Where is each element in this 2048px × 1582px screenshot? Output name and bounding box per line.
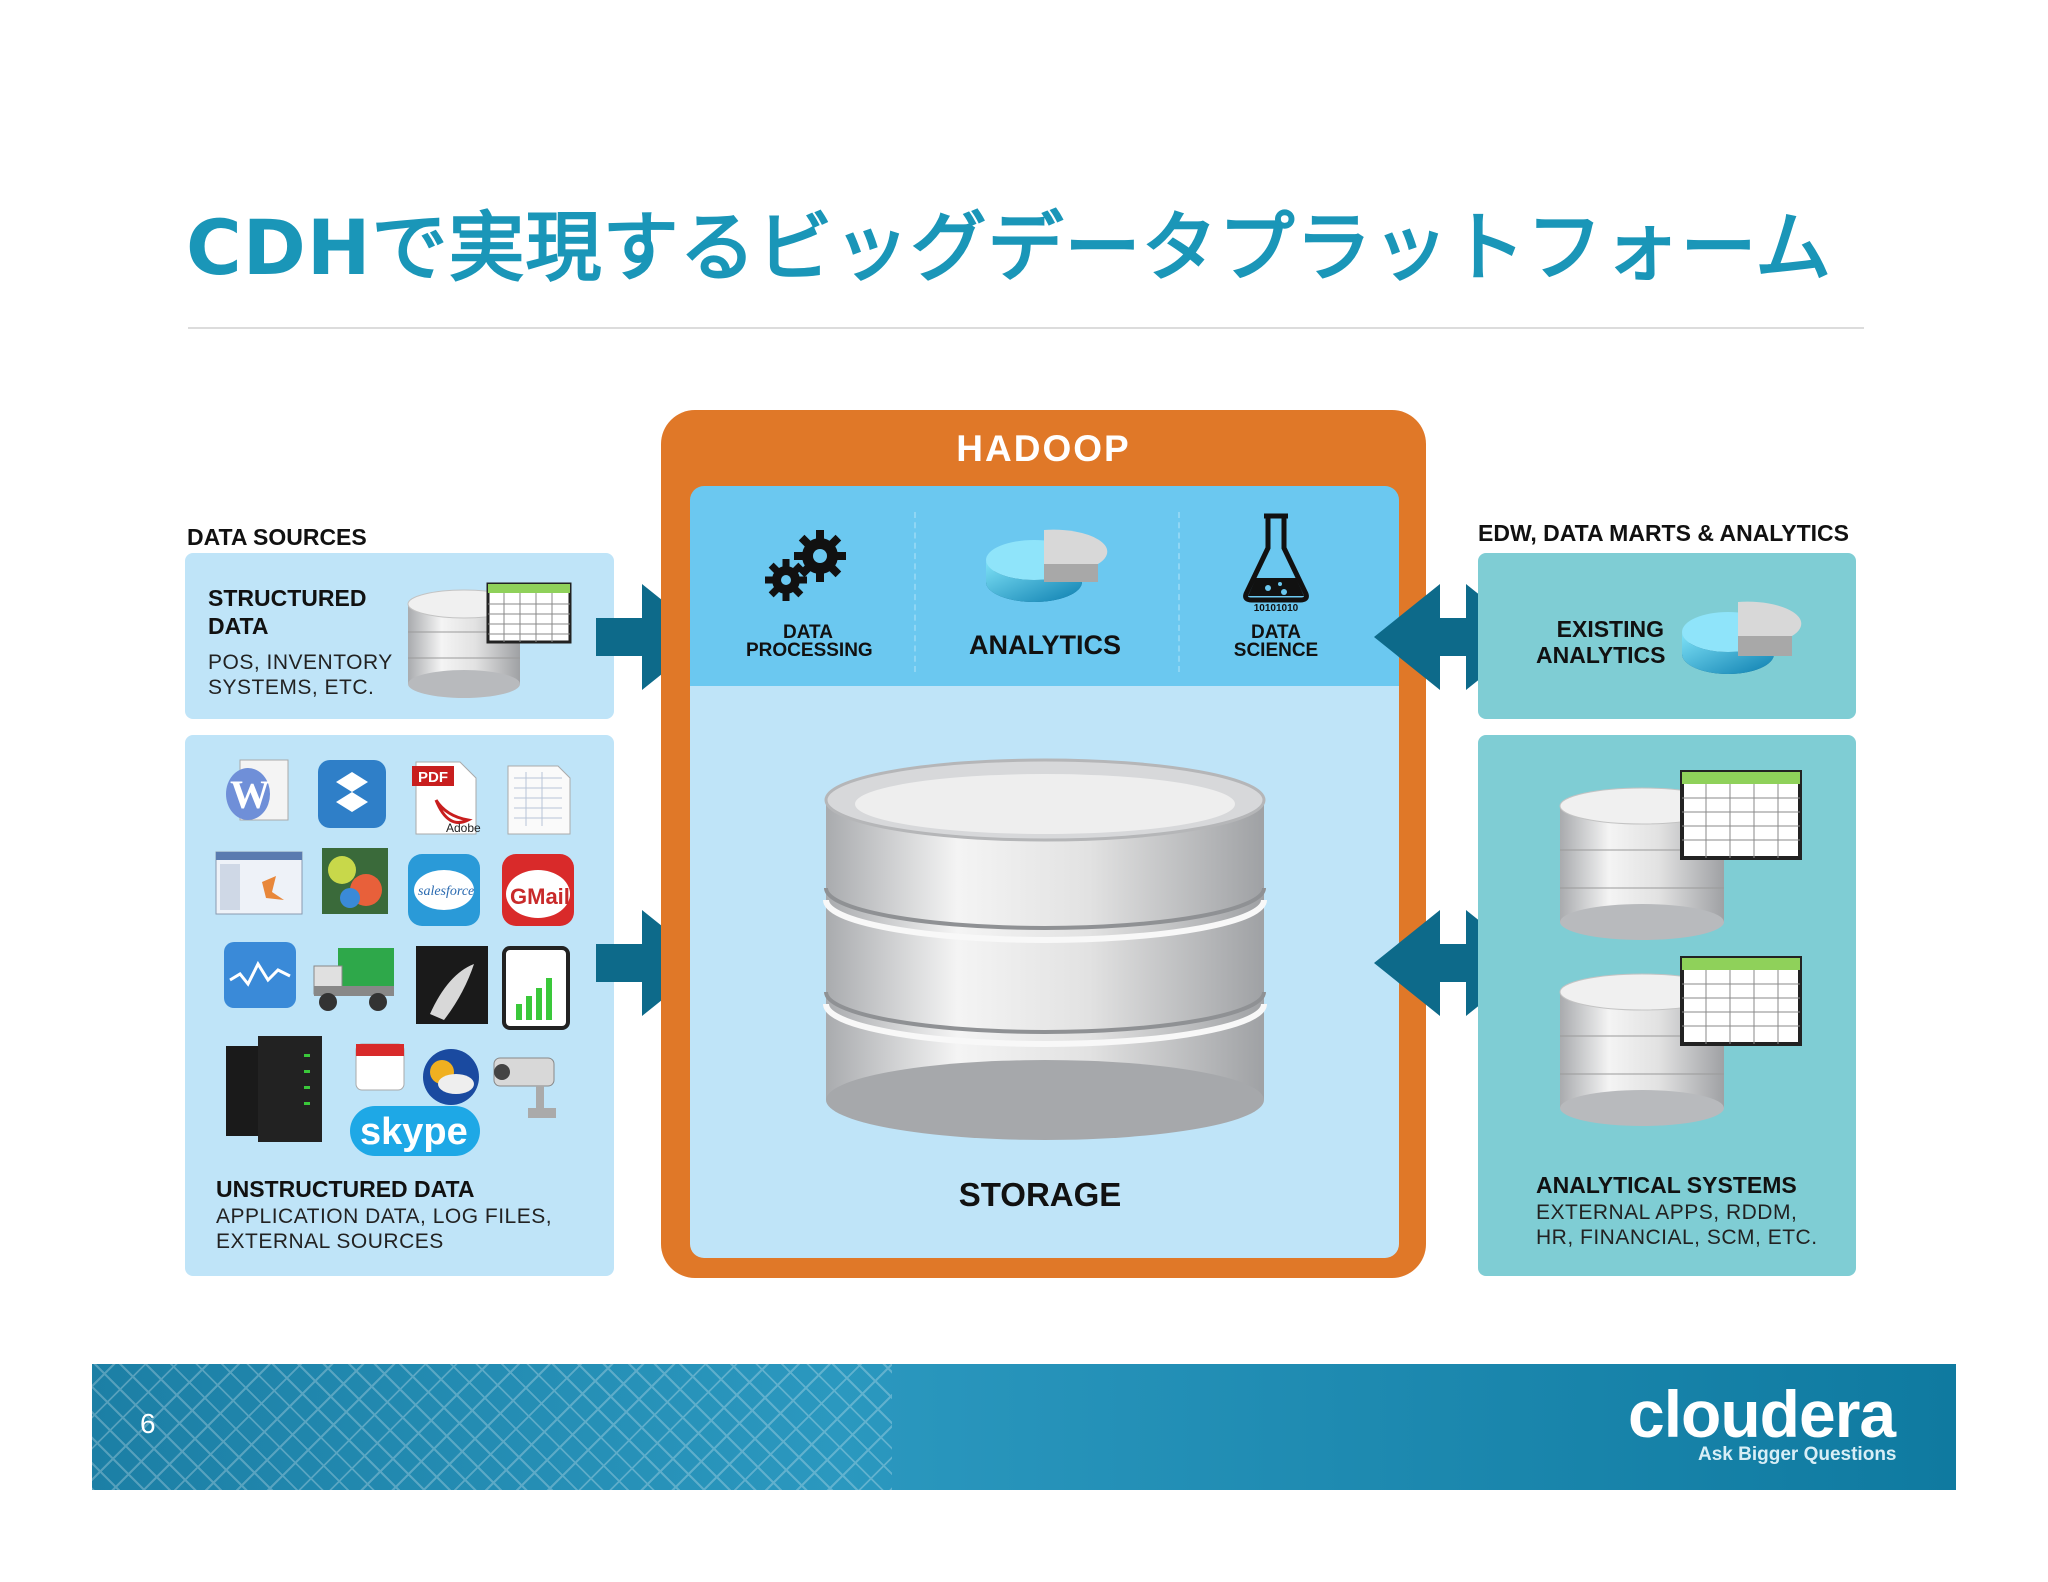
data-science-label: DATA SCIENCE [1212, 622, 1340, 661]
hadoop-title: HADOOP [956, 428, 1131, 469]
analytics-label: ANALYTICS [968, 630, 1122, 660]
analytics-pie-icon [1682, 601, 1802, 674]
stock-chart-icon [224, 942, 296, 1008]
data-science-line2: SCIENCE [1233, 640, 1319, 661]
server-rack-icon [226, 1036, 322, 1142]
analytical-systems-line1: EXTERNAL APPS, RDDM, [1536, 1201, 1798, 1224]
database-spreadsheet-icon [407, 582, 572, 698]
unstructured-desc-line2: EXTERNAL SOURCES [216, 1230, 444, 1253]
structured-title-line1: STRUCTURED [208, 585, 367, 611]
existing-line2: ANALYTICS [1536, 642, 1666, 668]
existing-line1: EXISTING [1556, 616, 1664, 642]
cloudera-tagline: Ask Bigger Questions [1698, 1444, 1897, 1465]
report-chart-icon [502, 946, 570, 1030]
data-processing-line1: DATA [783, 622, 833, 643]
cloudera-logo: cloudera [1628, 1377, 1896, 1451]
database-spreadsheet-icon-1 [1559, 770, 1802, 940]
svg-text:W: W [230, 772, 270, 817]
binary-label: 10101010 [1253, 603, 1299, 614]
pdf-icon: PDF Adobe [412, 761, 481, 835]
spreadsheet-document-icon [507, 765, 571, 835]
weather-icon [423, 1049, 479, 1105]
weather-map-icon [322, 848, 388, 914]
salesforce-label: salesforce [418, 884, 474, 899]
dropbox-icon [318, 760, 386, 828]
page-number: 6 [140, 1408, 156, 1439]
data-processing-line2: PROCESSING [746, 640, 873, 661]
analytical-systems-title: ANALYTICAL SYSTEMS [1536, 1172, 1797, 1198]
edw-header: EDW, DATA MARTS & ANALYTICS [1478, 520, 1849, 546]
structured-title-line2: DATA [208, 613, 269, 639]
calendar-icon [355, 1043, 405, 1091]
data-science-line1: DATA [1251, 622, 1301, 643]
security-camera-icon [493, 1057, 556, 1118]
footer-banner [92, 1364, 1956, 1490]
unstructured-desc-line1: APPLICATION DATA, LOG FILES, [216, 1205, 553, 1228]
skype-icon: skype [350, 1106, 480, 1156]
data-processing-label: DATA PROCESSING [746, 622, 873, 661]
tools-separator-2 [1178, 512, 1180, 672]
arrow-right-structured [596, 584, 708, 690]
database-spreadsheet-icon-2 [1559, 956, 1802, 1126]
storage-label: STORAGE [958, 1176, 1122, 1213]
structured-desc-line2: SYSTEMS, ETC. [208, 676, 375, 699]
delivery-truck-icon [313, 948, 394, 1011]
title-divider [188, 327, 1864, 329]
xray-image-icon [416, 946, 488, 1024]
analytical-systems-line2: HR, FINANCIAL, SCM, ETC. [1536, 1226, 1818, 1249]
adobe-label: Adobe [446, 821, 481, 835]
arrow-right-unstructured [596, 910, 708, 1016]
page-title: CDHで実現するビッグデータプラットフォーム [186, 203, 1833, 292]
gmail-icon: GMail [502, 854, 574, 926]
footer-pattern [92, 1364, 892, 1490]
salesforce-icon: salesforce [408, 854, 480, 926]
flask-icon [1243, 513, 1309, 603]
pie-chart-icon [986, 529, 1108, 602]
structured-desc-line1: POS, INVENTORY [208, 651, 393, 674]
data-sources-header: DATA SOURCES [187, 524, 367, 550]
tools-separator-1 [914, 512, 916, 672]
gears-icon [765, 530, 846, 601]
storage-database-icon [823, 758, 1267, 1140]
skype-label: skype [360, 1111, 468, 1153]
gmail-label: GMail [510, 884, 570, 909]
existing-analytics-panel [1478, 553, 1856, 719]
word-document-icon: W [226, 759, 289, 821]
app-window-icon [215, 851, 303, 915]
unstructured-title: UNSTRUCTURED DATA [216, 1176, 475, 1202]
pdf-label: PDF [418, 769, 448, 786]
